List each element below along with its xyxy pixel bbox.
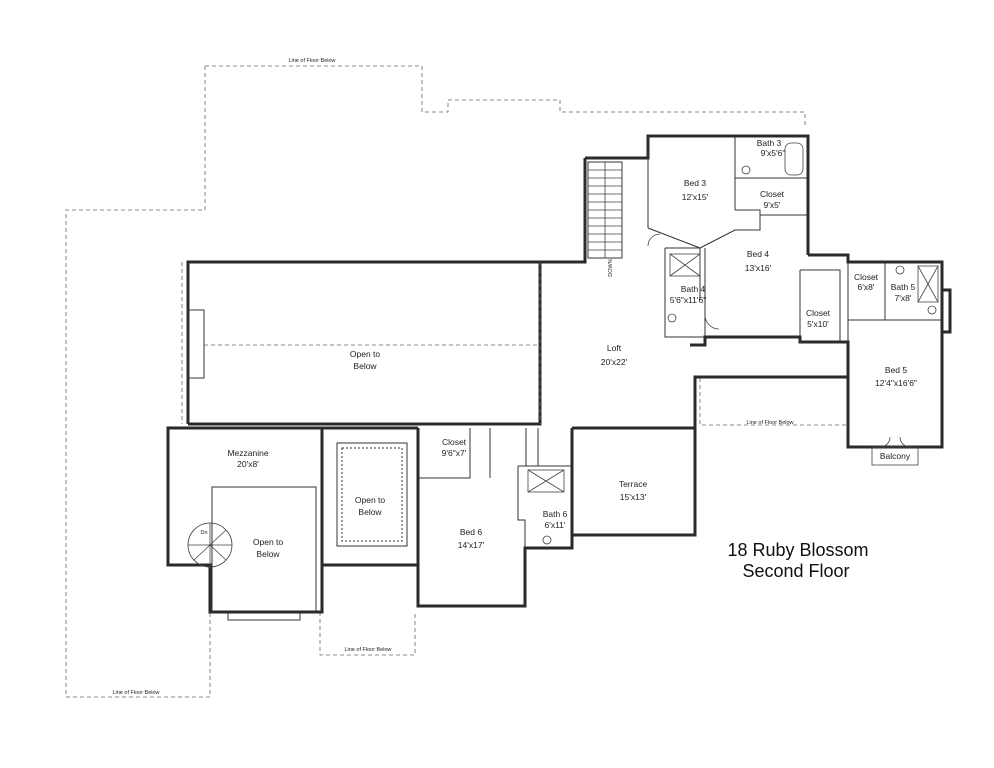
bath5-size: 7'x8' <box>895 293 912 303</box>
bath5-name: Bath 5 <box>891 282 916 292</box>
bed3-size: 12'x15' <box>682 192 709 202</box>
main-stair <box>587 161 623 259</box>
plan-title-line2: Second Floor <box>742 561 849 581</box>
open-big-line2: Below <box>353 361 377 371</box>
bed5-name: Bed 5 <box>885 365 907 375</box>
bed3-name: Bed 3 <box>684 178 706 188</box>
balcony-name: Balcony <box>880 451 911 461</box>
closet6-name: Closet <box>442 437 467 447</box>
closet5-size: 6'x8' <box>858 282 875 292</box>
floor-below-label-top: Line of Floor Below <box>288 58 335 64</box>
open-big-line1: Open to <box>350 349 381 359</box>
closet3-size: 9'x5' <box>764 200 781 210</box>
bath4-name: Bath 4 <box>681 284 706 294</box>
mezzanine-name: Mezzanine <box>227 448 268 458</box>
bath6-name: Bath 6 <box>543 509 568 519</box>
closet3-name: Closet <box>760 189 785 199</box>
closet4-size: 5'x10' <box>807 319 829 329</box>
bath6-size: 6'x11' <box>544 520 565 530</box>
loft-size: 20'x22' <box>601 357 628 367</box>
bed6-size: 14'x17' <box>458 540 485 550</box>
mezzanine-size: 20'x8' <box>237 459 259 469</box>
bath4-size: 5'6"x11'6" <box>670 295 707 305</box>
main-stair-label: DOWN <box>608 259 614 276</box>
open-center-line2: Below <box>358 507 382 517</box>
bath3-name: Bath 3 <box>757 138 782 148</box>
closet6-size: 9'6"x7' <box>442 448 467 458</box>
bed4-size: 13'x16' <box>745 263 772 273</box>
bed4-name: Bed 4 <box>747 249 769 259</box>
closet4-name: Closet <box>806 308 831 318</box>
bed6-name: Bed 6 <box>460 527 482 537</box>
interior-walls <box>187 136 942 548</box>
floor-below-outline <box>65 65 848 698</box>
open-mezz-line1: Open to <box>253 537 284 547</box>
bath3-size: 9'x5'6" <box>761 148 786 158</box>
open-mezz-line2: Below <box>256 549 280 559</box>
loft-name: Loft <box>607 343 622 353</box>
open-center-line1: Open to <box>355 495 386 505</box>
spiral-stair-label: Dn <box>200 530 207 536</box>
floor-below-label-bottom-center: Line of Floor Below <box>344 647 391 653</box>
bed5-size: 12'4"x16'6" <box>875 378 917 388</box>
open-to-below-outlines <box>211 442 408 621</box>
plan-title-line1: 18 Ruby Blossom <box>727 540 868 560</box>
fixtures <box>527 142 939 545</box>
floor-below-label-bottom-left: Line of Floor Below <box>112 690 159 696</box>
spiral-stair <box>187 522 233 568</box>
terrace-name: Terrace <box>619 479 648 489</box>
floor-below-label-right: Line of Floor Below <box>746 420 793 426</box>
terrace-size: 15'x13' <box>620 492 647 502</box>
closet5-name: Closet <box>854 272 879 282</box>
